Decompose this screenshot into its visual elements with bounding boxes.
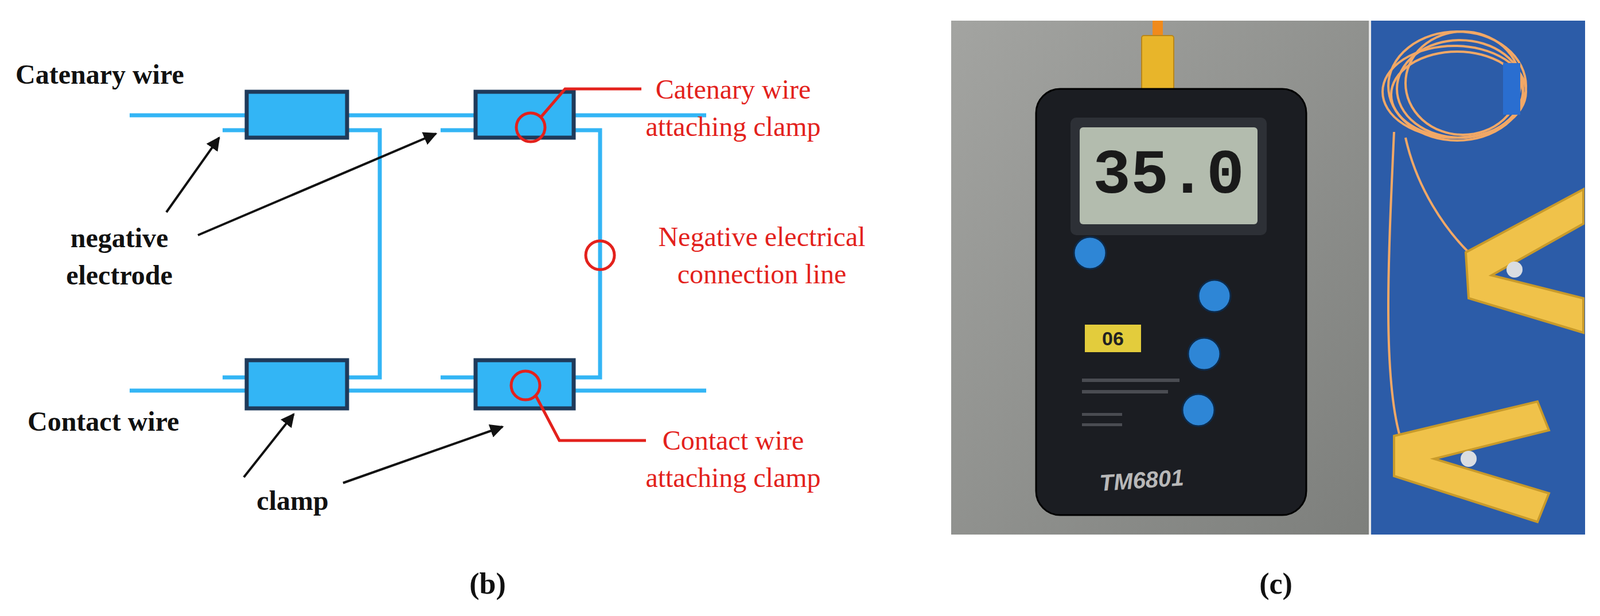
thermometer-photo: [951, 20, 1586, 535]
wire-label: Catenary wire: [15, 55, 185, 93]
screen-frame: [1070, 117, 1267, 236]
leader-arrow: [197, 133, 436, 236]
button: [1182, 394, 1215, 427]
photo-ground: [1369, 20, 1586, 535]
callout-circle: [585, 240, 615, 270]
clamp-symbol: [246, 360, 348, 409]
fine-print: [1081, 390, 1169, 394]
photo-divider: [1368, 20, 1372, 535]
leader-arrow: [166, 137, 220, 213]
probe-plug: [1141, 35, 1174, 92]
callout-label: Catenary wire attaching clamp: [612, 70, 854, 146]
clamp-rivet: [1460, 450, 1477, 467]
part-label: negative electrode: [39, 219, 200, 294]
panel-label: (b): [453, 565, 523, 603]
contact-wire: [129, 388, 707, 393]
device-model: TM6801: [1083, 461, 1200, 499]
clamp-rivet: [1506, 261, 1523, 278]
panel-label: (c): [1241, 565, 1311, 603]
negative-connection-line: [440, 130, 601, 378]
fine-print: [1081, 413, 1123, 416]
wire-schematic: [129, 91, 707, 409]
clamp-symbol: [246, 91, 348, 138]
sticker-label: 06: [1084, 324, 1142, 353]
button: [1073, 236, 1107, 270]
sticker: [1084, 324, 1142, 353]
callout-leader: [540, 88, 642, 118]
clamp-symbol: [475, 360, 574, 409]
callout-circle: [511, 371, 540, 400]
cable-tie: [1503, 63, 1521, 115]
button: [1198, 279, 1231, 313]
thermometer-body: [1036, 88, 1307, 516]
leader-arrow: [343, 426, 503, 484]
fine-print: [1081, 423, 1123, 427]
callout-leader: [535, 395, 646, 441]
display-reading: 35.0: [1079, 127, 1258, 225]
leader-arrows: [166, 133, 503, 484]
clamp-photo: [1394, 401, 1549, 523]
part-label: clamp: [235, 481, 350, 520]
leader-arrow: [243, 414, 294, 478]
callout-circle: [516, 113, 545, 142]
lcd-screen: [1079, 127, 1258, 225]
catenary-wire: [129, 113, 707, 118]
button: [1188, 337, 1221, 371]
wire-label: Contact wire: [27, 402, 179, 441]
callout-label: Negative electrical connection line: [612, 217, 912, 293]
fine-print: [1081, 378, 1180, 383]
photo-ground: [951, 20, 1370, 535]
callout-label: Contact wire attaching clamp: [612, 421, 854, 497]
clamp-photo: [1465, 189, 1584, 333]
callout-marks: [511, 88, 646, 441]
